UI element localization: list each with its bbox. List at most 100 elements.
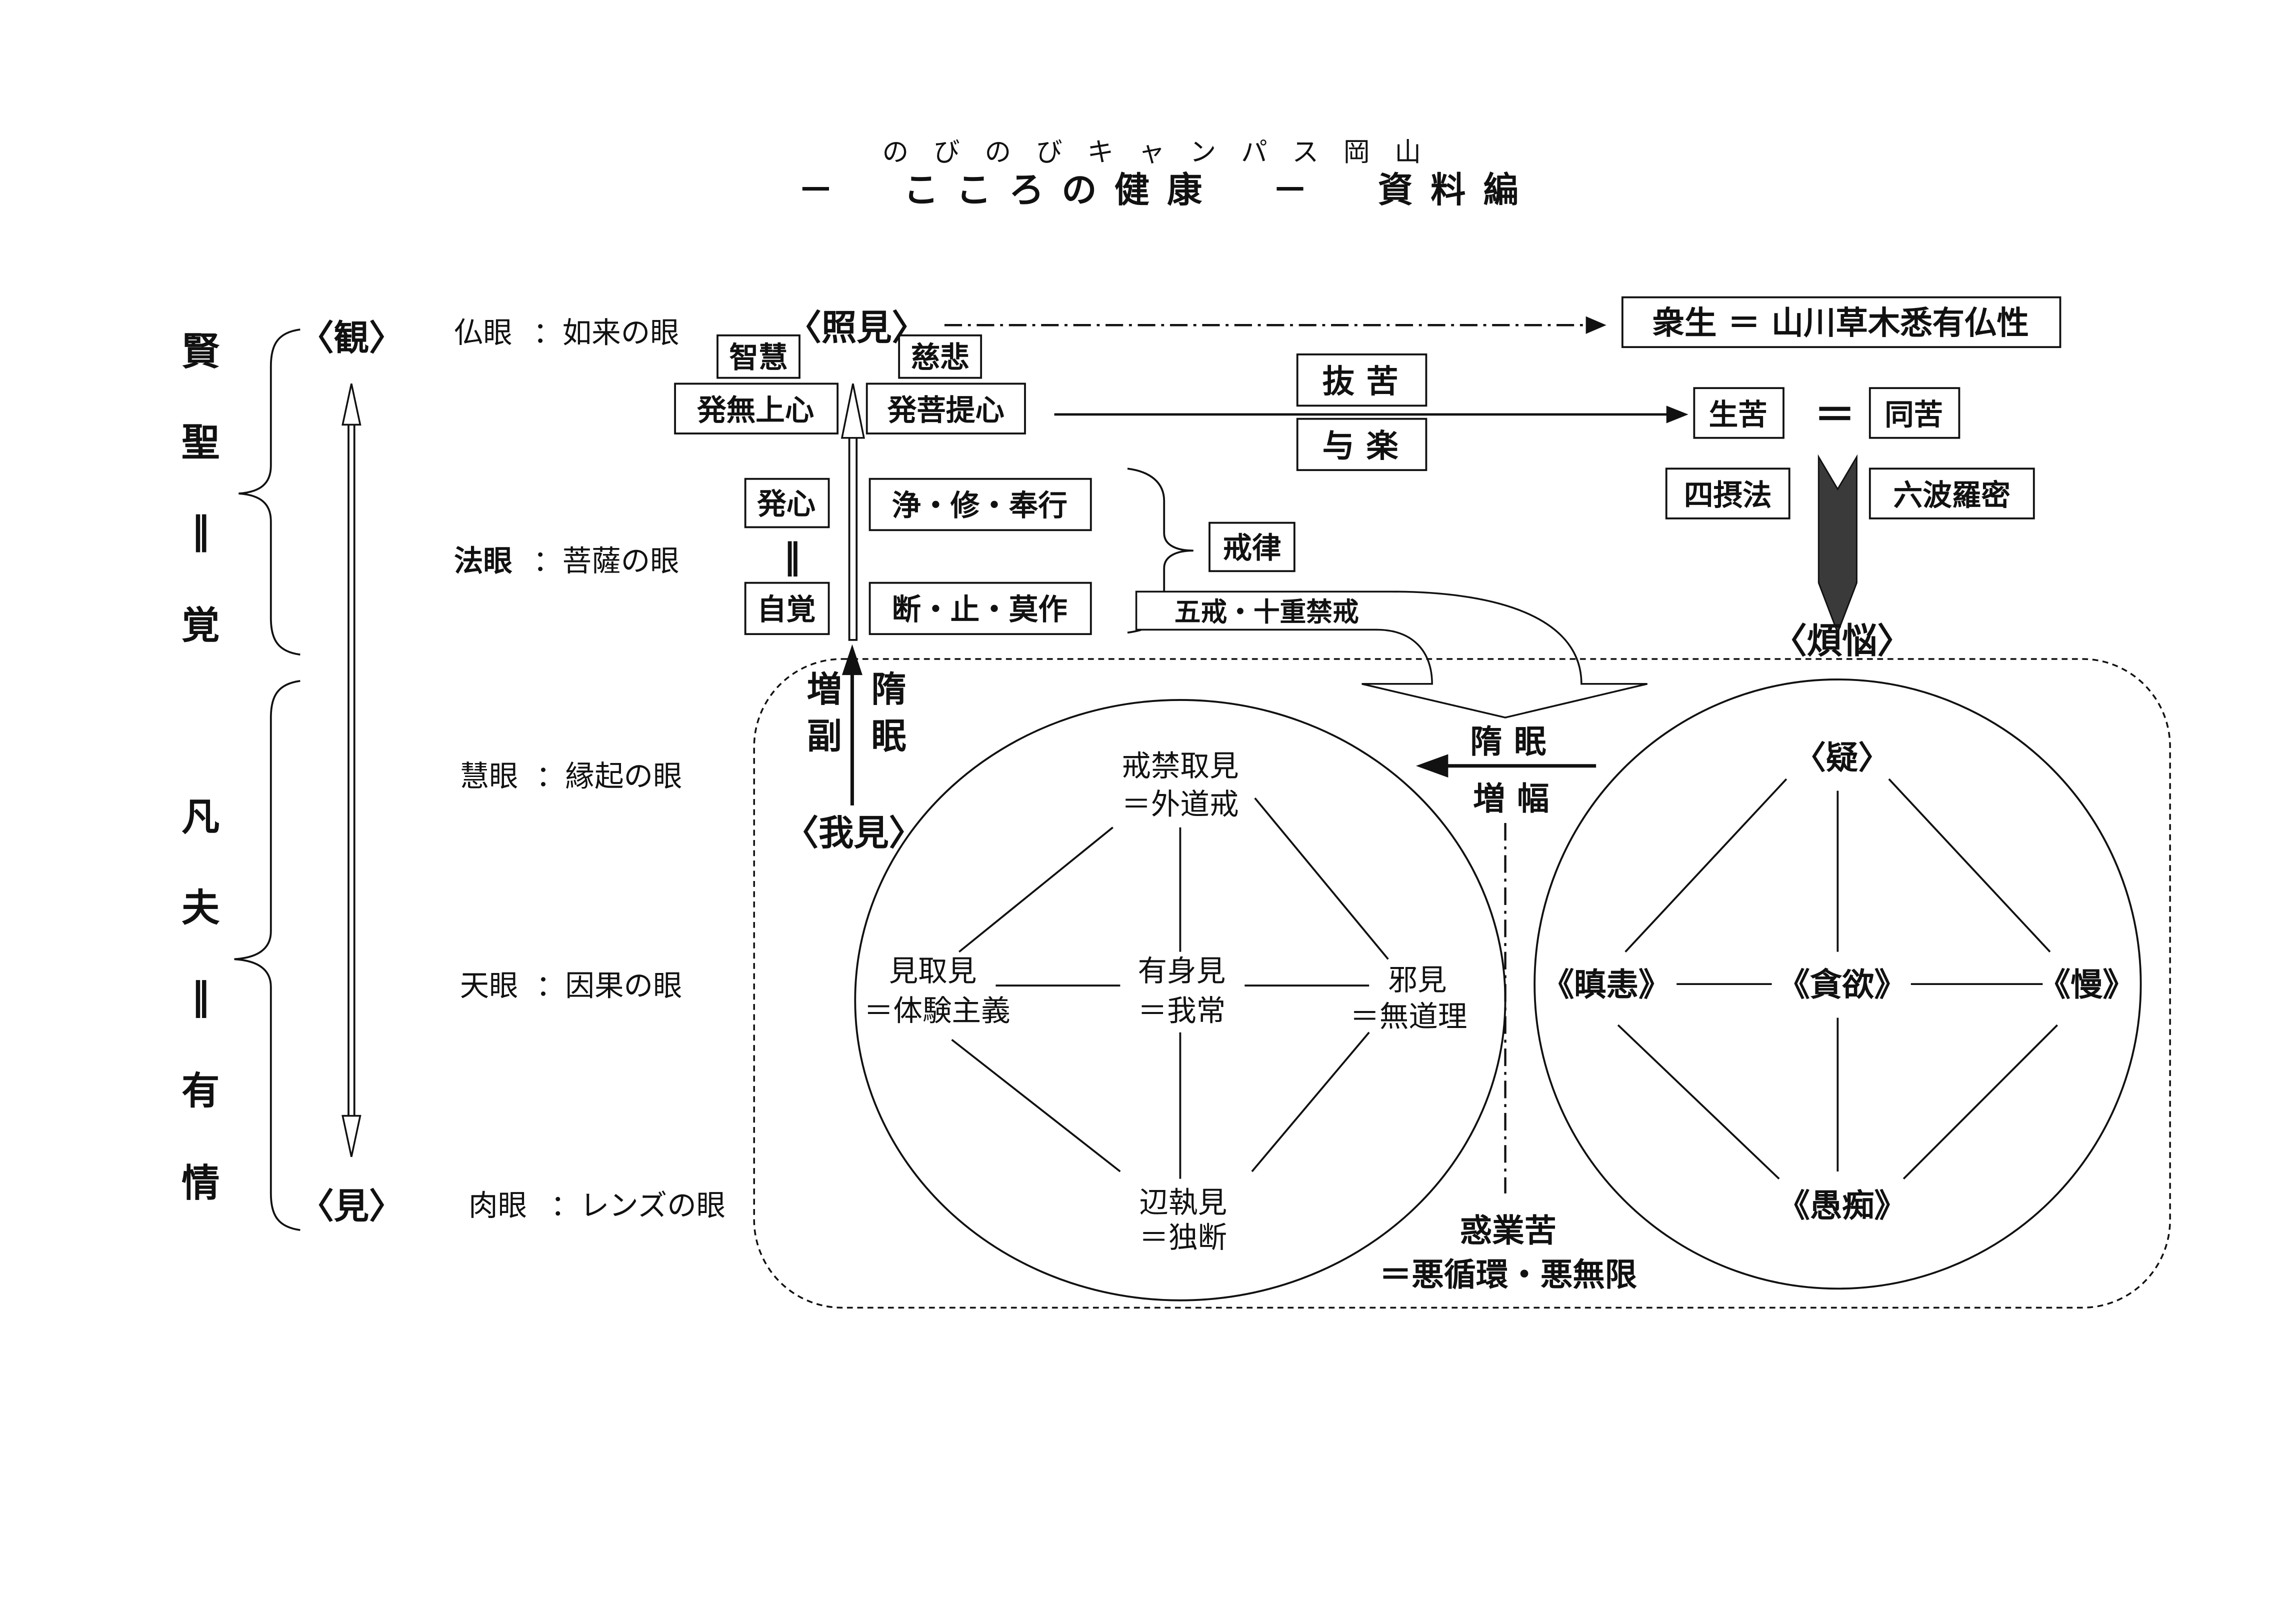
eye-row: 肉眼 ：レンズの眼: [468, 1188, 726, 1222]
doku-text: 同苦: [1884, 398, 1943, 432]
view-gloss: ＝外道戒: [1122, 787, 1238, 821]
eye-row: 天眼 ：因果の眼: [460, 969, 682, 1003]
header-title: － こころの健康 － 資料編: [798, 170, 1536, 210]
eye-row: 法眼 ：菩薩の眼: [454, 544, 680, 578]
header-subtitle: のびのびキャンパス岡山: [882, 137, 1446, 168]
chie-text: 智慧: [729, 340, 788, 374]
ordinary-char: 有: [182, 1068, 220, 1113]
klesha-tonyoku: 《貪欲》: [1778, 966, 1906, 1004]
gokai-hollow-arrow: [1135, 590, 1648, 718]
eye-name: 慧眼: [460, 760, 518, 794]
view-name: 辺執見: [1139, 1186, 1227, 1220]
dark-down-arrow-icon: [1818, 454, 1858, 635]
left-column-sage: 賢 聖 ‖ 覚: [182, 329, 220, 648]
bakku-text: 抜苦: [1322, 363, 1410, 400]
eye-name: 法眼: [454, 544, 513, 578]
shishoho-text: 四摂法: [1684, 478, 1772, 512]
bakku-box: [1296, 353, 1428, 407]
bonno-label: 〈煩悩〉: [1772, 620, 1912, 662]
jihi-box: [898, 334, 982, 379]
shoku-text: 生苦: [1709, 398, 1768, 432]
hotsu-bodaishin-box: [866, 382, 1026, 434]
view-name: 戒禁取見: [1122, 749, 1238, 783]
zofuku-char: 副: [807, 716, 842, 757]
shujo-box: [1621, 296, 2062, 348]
chie-box: [716, 334, 800, 379]
hosshin-box: [744, 478, 830, 528]
view-name: 見取見: [889, 954, 977, 988]
jikaku-text: 自覚: [757, 592, 816, 626]
view-gloss: ＝我常: [1138, 994, 1226, 1028]
klesha-guchi: 《愚痴》: [1778, 1188, 1906, 1225]
kleshas-circle: [1534, 678, 2142, 1290]
zuimin-char: 眠: [872, 716, 906, 757]
gokai-text: 五戒・十重禁戒: [1174, 597, 1359, 628]
cycle-label: ＝悪循環・悪無限: [1380, 1256, 1637, 1294]
yoraku-box: [1296, 418, 1428, 472]
eye-name: 肉眼: [468, 1188, 527, 1222]
ordinary-char: 凡: [182, 795, 220, 840]
klesha-gi: 〈疑〉: [1794, 740, 1890, 777]
axis-top-label: 〈観〉: [298, 318, 404, 358]
hosshin-text: 発心: [757, 487, 816, 521]
hollow-up-arrow: [840, 384, 866, 641]
sage-char: ‖: [191, 508, 210, 553]
dashdot-arrow-shujo: [944, 316, 1606, 334]
gaken-label: 〈我見〉: [784, 812, 924, 854]
eye-desc: ：レンズの眼: [550, 1188, 726, 1222]
ordinary-char: ‖: [191, 974, 210, 1018]
dan-shi-makusa-text: 断・止・莫作: [892, 592, 1068, 626]
ordinary-char: 情: [182, 1161, 220, 1206]
axis-bottom-label: 〈見〉: [298, 1186, 404, 1227]
yoraku-text: 与楽: [1322, 428, 1410, 465]
kairitsu-box: [1208, 522, 1296, 572]
roppa-text: 六波羅密: [1894, 478, 2010, 512]
hotsu-mujoshin-text: 発無上心: [697, 394, 814, 428]
ordinary-char: 夫: [182, 886, 220, 930]
equals-sign: ＝: [1814, 392, 1855, 439]
hotsu-mujoshin-box: [674, 382, 839, 434]
view-gloss: ＝体験主義: [864, 994, 1010, 1028]
arrow-to-shoku: [1054, 406, 1688, 424]
upper-brace: [238, 328, 300, 656]
dashed-region: [753, 658, 2171, 1309]
eye-desc: ：縁起の眼: [536, 760, 682, 794]
klesha-man: 《慢》: [2038, 966, 2135, 1004]
eye-name: 仏眼: [454, 316, 512, 350]
kleshas-lines: [1617, 778, 2058, 1180]
zofuku-char: 増: [807, 669, 842, 710]
view-gloss: ＝無道理: [1350, 1000, 1467, 1034]
shishoho-box: [1665, 468, 1790, 520]
view-name: 邪見: [1388, 963, 1446, 997]
view-gloss: ＝独断: [1139, 1220, 1227, 1254]
eye-desc: ：菩薩の眼: [533, 544, 680, 578]
double-arrow: [342, 384, 362, 1158]
solid-up-arrow: [842, 644, 862, 806]
practice-equals: ‖: [784, 536, 801, 576]
jo-shu-bugyo-text: 浄・修・奉行: [892, 488, 1068, 522]
klesha-shinni: 《瞋恚》: [1542, 966, 1671, 1004]
views-lines: [951, 797, 1389, 1179]
sage-char: 聖: [182, 420, 220, 464]
hotsu-bodaishin-text: 発菩提心: [888, 394, 1004, 428]
zuimin-char: 隋: [872, 669, 906, 710]
lower-brace: [234, 680, 300, 1231]
middle-zuimin: 隋眠: [1470, 723, 1558, 760]
eye-row: 慧眼 ：縁起の眼: [460, 760, 682, 794]
jikaku-box: [744, 582, 830, 636]
shujo-text: 衆生 ＝ 山川草木悉有仏性: [1652, 304, 2029, 342]
doku-box: [1868, 387, 1960, 439]
jihi-text: 慈悲: [911, 340, 970, 374]
sage-char: 賢: [182, 329, 220, 374]
eye-desc: ：如来の眼: [533, 316, 680, 350]
left-arrow: [1416, 754, 1596, 778]
eye-name: 天眼: [460, 969, 518, 1003]
wakugoku-label: 惑業苦: [1460, 1212, 1556, 1250]
roppa-box: [1868, 468, 2035, 520]
dan-shi-makusa-box: [868, 582, 1092, 636]
sage-char: 覚: [182, 603, 220, 648]
shoku-box: [1693, 387, 1784, 439]
view-name: 有身見: [1138, 954, 1226, 988]
eye-row: 仏眼 ：如来の眼: [454, 316, 680, 350]
